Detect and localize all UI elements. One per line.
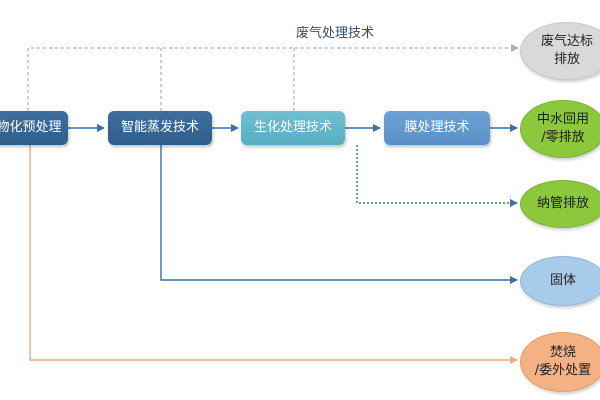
output-solid[interactable]: 固体 [520,256,600,306]
step-biochemical[interactable]: 生化处理技术 [241,111,345,145]
exhaust-lines [27,44,519,111]
incineration-line [29,145,518,364]
step-pretreatment[interactable]: 物化预处理 [0,111,68,145]
output-incineration[interactable]: 焚烧 /委外处置 [520,332,600,392]
step-membrane[interactable]: 膜处理技术 [384,111,490,145]
exhaust-treatment-label: 废气处理技术 [296,26,375,41]
solid-line [160,145,518,284]
output-incineration-label: 焚烧 /委外处置 [534,345,592,378]
output-reclaimed-water[interactable]: 中水回用 /零排放 [520,100,600,158]
output-sewer-discharge-label: 纳管排放 [536,196,589,211]
output-exhaust-discharge-label: 废气达标排放 [540,34,593,67]
output-solid-label: 固体 [549,273,576,288]
discharge-line [356,145,518,207]
output-exhaust-discharge[interactable]: 废气达标排放 [520,22,600,80]
output-reclaimed-water-label: 中水回用 /零排放 [536,112,589,145]
output-sewer-discharge[interactable]: 纳管排放 [520,180,600,228]
step-smart-evaporation[interactable]: 智能蒸发技术 [108,111,212,145]
